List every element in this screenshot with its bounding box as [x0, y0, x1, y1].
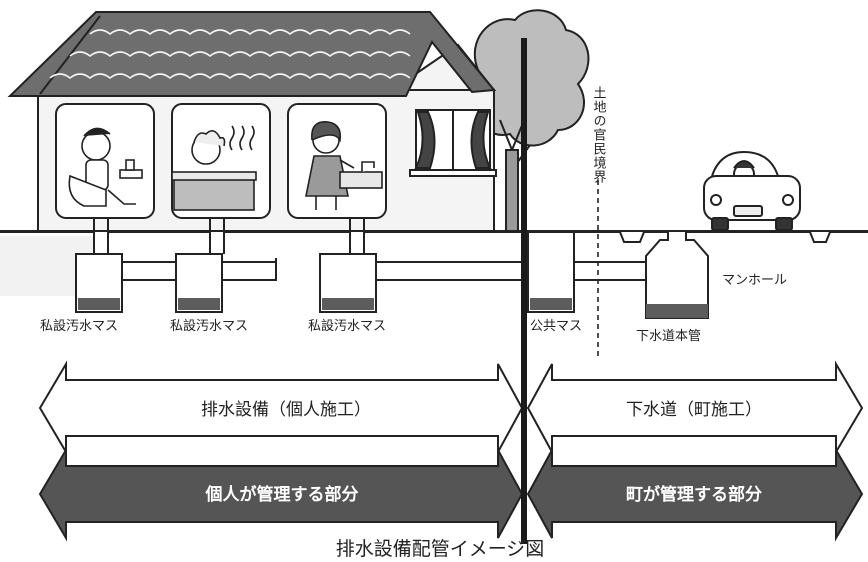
car: [703, 150, 801, 231]
label-sewer-main: 下水道本管: [636, 329, 701, 344]
arrow-town-managed-label: 町が管理する部分: [626, 484, 762, 505]
arrow-private-construction-label: 排水設備（個人施工）: [201, 400, 371, 420]
label-private-basin-3: 私設汚水マス: [308, 318, 386, 334]
label-private-basin-1: 私設汚水マス: [40, 318, 118, 334]
label-private-basin-2: 私設汚水マス: [170, 318, 248, 334]
arrow-town-construction: [526, 360, 864, 456]
label-public-basin: 公共マス: [530, 319, 582, 334]
jurisdiction-divider: [521, 38, 527, 544]
house: [7, 11, 497, 235]
arrow-private-managed-label: 個人が管理する部分: [205, 484, 359, 505]
underground: [0, 218, 868, 319]
arrow-town-managed: [526, 446, 864, 542]
kitchen-figure: [305, 121, 383, 210]
bath-figure: [171, 125, 257, 211]
window: [409, 109, 497, 177]
label-manhole: マンホール: [722, 273, 787, 288]
private-basin-1: [75, 253, 123, 313]
boundary-label: 土地の官民境界: [591, 86, 607, 184]
private-basin-2: [175, 253, 223, 313]
arrow-town-construction-label: 下水道（町施工）: [626, 400, 762, 420]
toilet-figure: [68, 127, 143, 207]
manhole: [645, 232, 709, 319]
private-basin-3: [319, 253, 377, 313]
public-basin: [527, 231, 575, 313]
diagram-caption: 排水設備配管イメージ図: [336, 538, 545, 560]
